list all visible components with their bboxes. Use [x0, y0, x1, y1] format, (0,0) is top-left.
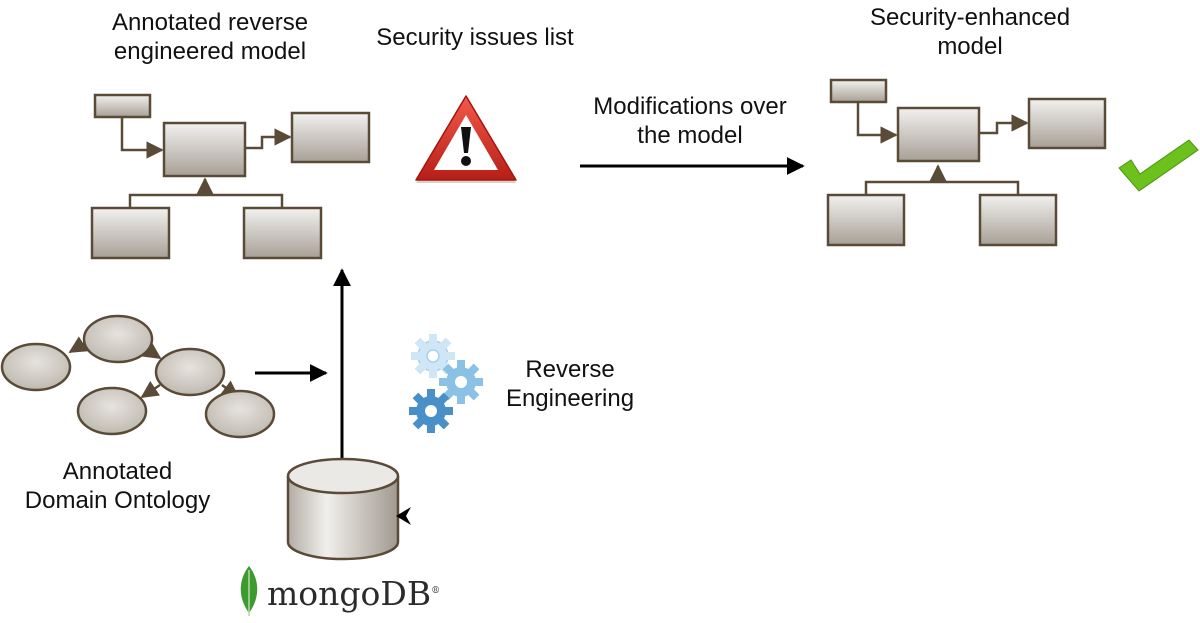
ontology-edge	[140, 380, 161, 399]
model-box	[978, 193, 1058, 247]
domain-ontology-label: Annotated Domain Ontology	[24, 458, 211, 514]
model-connector	[856, 102, 898, 144]
modifications-label: Modifications over the model	[593, 93, 787, 149]
security-enhanced-model-diagram	[826, 78, 1107, 247]
model-connector	[128, 193, 284, 207]
model-box	[896, 106, 981, 163]
ontology-node	[204, 389, 276, 439]
db-pointer-icon	[396, 507, 411, 525]
model-connector	[864, 180, 1020, 194]
mongodb-leaf-icon	[240, 566, 258, 616]
gear-blue	[409, 389, 453, 433]
gears-icon	[409, 334, 483, 433]
mongodb-logo-text: mongoDB®	[267, 574, 441, 613]
model-connector	[120, 117, 164, 159]
model-box	[93, 93, 152, 119]
ontology-node	[76, 386, 148, 436]
ontology-node	[154, 347, 226, 397]
model-box	[162, 121, 247, 178]
ontology-node	[82, 314, 154, 364]
model-box	[826, 193, 906, 247]
model-box	[90, 206, 171, 260]
security-enhanced-label: Security-enhanced model	[869, 4, 1071, 60]
model-box	[1027, 97, 1107, 150]
security-issues-label: Security issues list	[376, 24, 574, 51]
warning-triangle-icon	[415, 95, 517, 183]
annotated-model-label: Annotated reverse engineered model	[111, 9, 309, 65]
model-connector	[980, 114, 1029, 135]
reverse-engineering-label: Reverse Engineering	[505, 356, 635, 412]
ontology-node	[0, 342, 72, 392]
database-cylinder-icon	[286, 457, 400, 561]
model-connector	[246, 128, 292, 150]
annotated-model-diagram	[90, 93, 371, 260]
model-box	[829, 78, 888, 104]
domain-ontology-graph	[0, 314, 276, 439]
model-box	[242, 206, 323, 260]
checkmark-icon	[1118, 139, 1199, 192]
model-box	[290, 111, 371, 164]
registered-mark: ®	[431, 586, 441, 596]
